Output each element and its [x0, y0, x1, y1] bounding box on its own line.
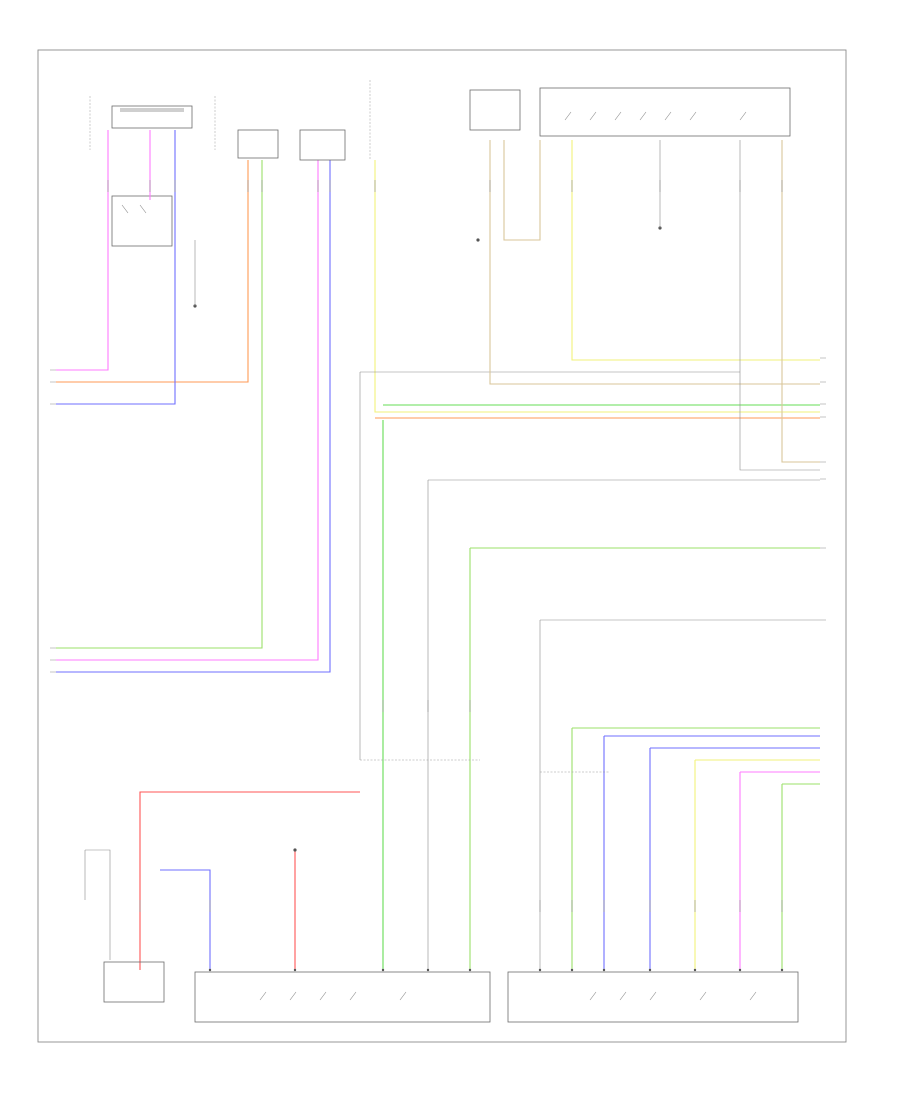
bottom-right-module — [507, 971, 799, 1023]
ground-point-3 — [476, 238, 480, 242]
wire-red — [139, 791, 360, 970]
wire-blue-lower-left — [160, 869, 211, 970]
wire-pink-lower — [739, 771, 820, 970]
bottom-left-module-box — [194, 971, 491, 1023]
top-right-switch-contacts — [564, 111, 747, 121]
wire-gray-lower — [539, 619, 820, 970]
top-right-small-connector — [469, 89, 521, 131]
ground-point-4 — [293, 848, 297, 852]
component-mid-left — [237, 129, 279, 159]
wire-green-lower-2 — [781, 783, 820, 970]
bottom-left-switch-contacts — [259, 991, 407, 1001]
bottom-right-module-box — [507, 971, 799, 1023]
wire-gray-mid — [427, 479, 820, 970]
top-right-module — [469, 87, 791, 137]
wire-blue-lower-1 — [603, 735, 820, 970]
bottom-left-module — [194, 971, 491, 1023]
wire-yellow-lower — [694, 759, 820, 970]
wire-green-mid — [469, 547, 820, 970]
right-edge-terminals — [820, 357, 826, 621]
left-rear-speaker — [84, 849, 165, 1003]
wire-green-long — [56, 160, 263, 649]
wire-blue-lower-2 — [649, 747, 820, 970]
left-edge-terminals — [50, 369, 56, 673]
wire-tan-1 — [489, 140, 820, 385]
wire-orange-1 — [56, 160, 249, 383]
wire-markers — [107, 180, 783, 912]
top-left-component-group — [89, 96, 216, 308]
component-mid-right — [299, 129, 346, 161]
wire-blue-1 — [56, 130, 176, 405]
bottom-right-switch-contacts — [589, 991, 757, 1001]
top-left-connector — [111, 105, 193, 129]
top-left-connector-shade — [120, 108, 184, 112]
wire-gray-right-1 — [739, 140, 820, 471]
speaker-lead — [84, 849, 111, 960]
top-left-switch-contacts — [121, 204, 147, 214]
wire-green-lower — [571, 727, 820, 970]
wire-yellow-2 — [571, 140, 820, 361]
top-right-switch-panel — [539, 87, 791, 137]
diagram-border — [37, 49, 847, 1043]
wire-tan-right — [781, 140, 820, 463]
wire-tan-loop — [503, 140, 541, 241]
top-left-switch-block — [111, 195, 173, 247]
speaker-box — [103, 961, 165, 1003]
wire-pink-long — [56, 160, 319, 661]
connector-pins — [208, 968, 784, 972]
wire-blue-long — [56, 160, 331, 673]
wire-yellow-main — [374, 160, 820, 413]
wire-pink-1 — [56, 130, 109, 371]
